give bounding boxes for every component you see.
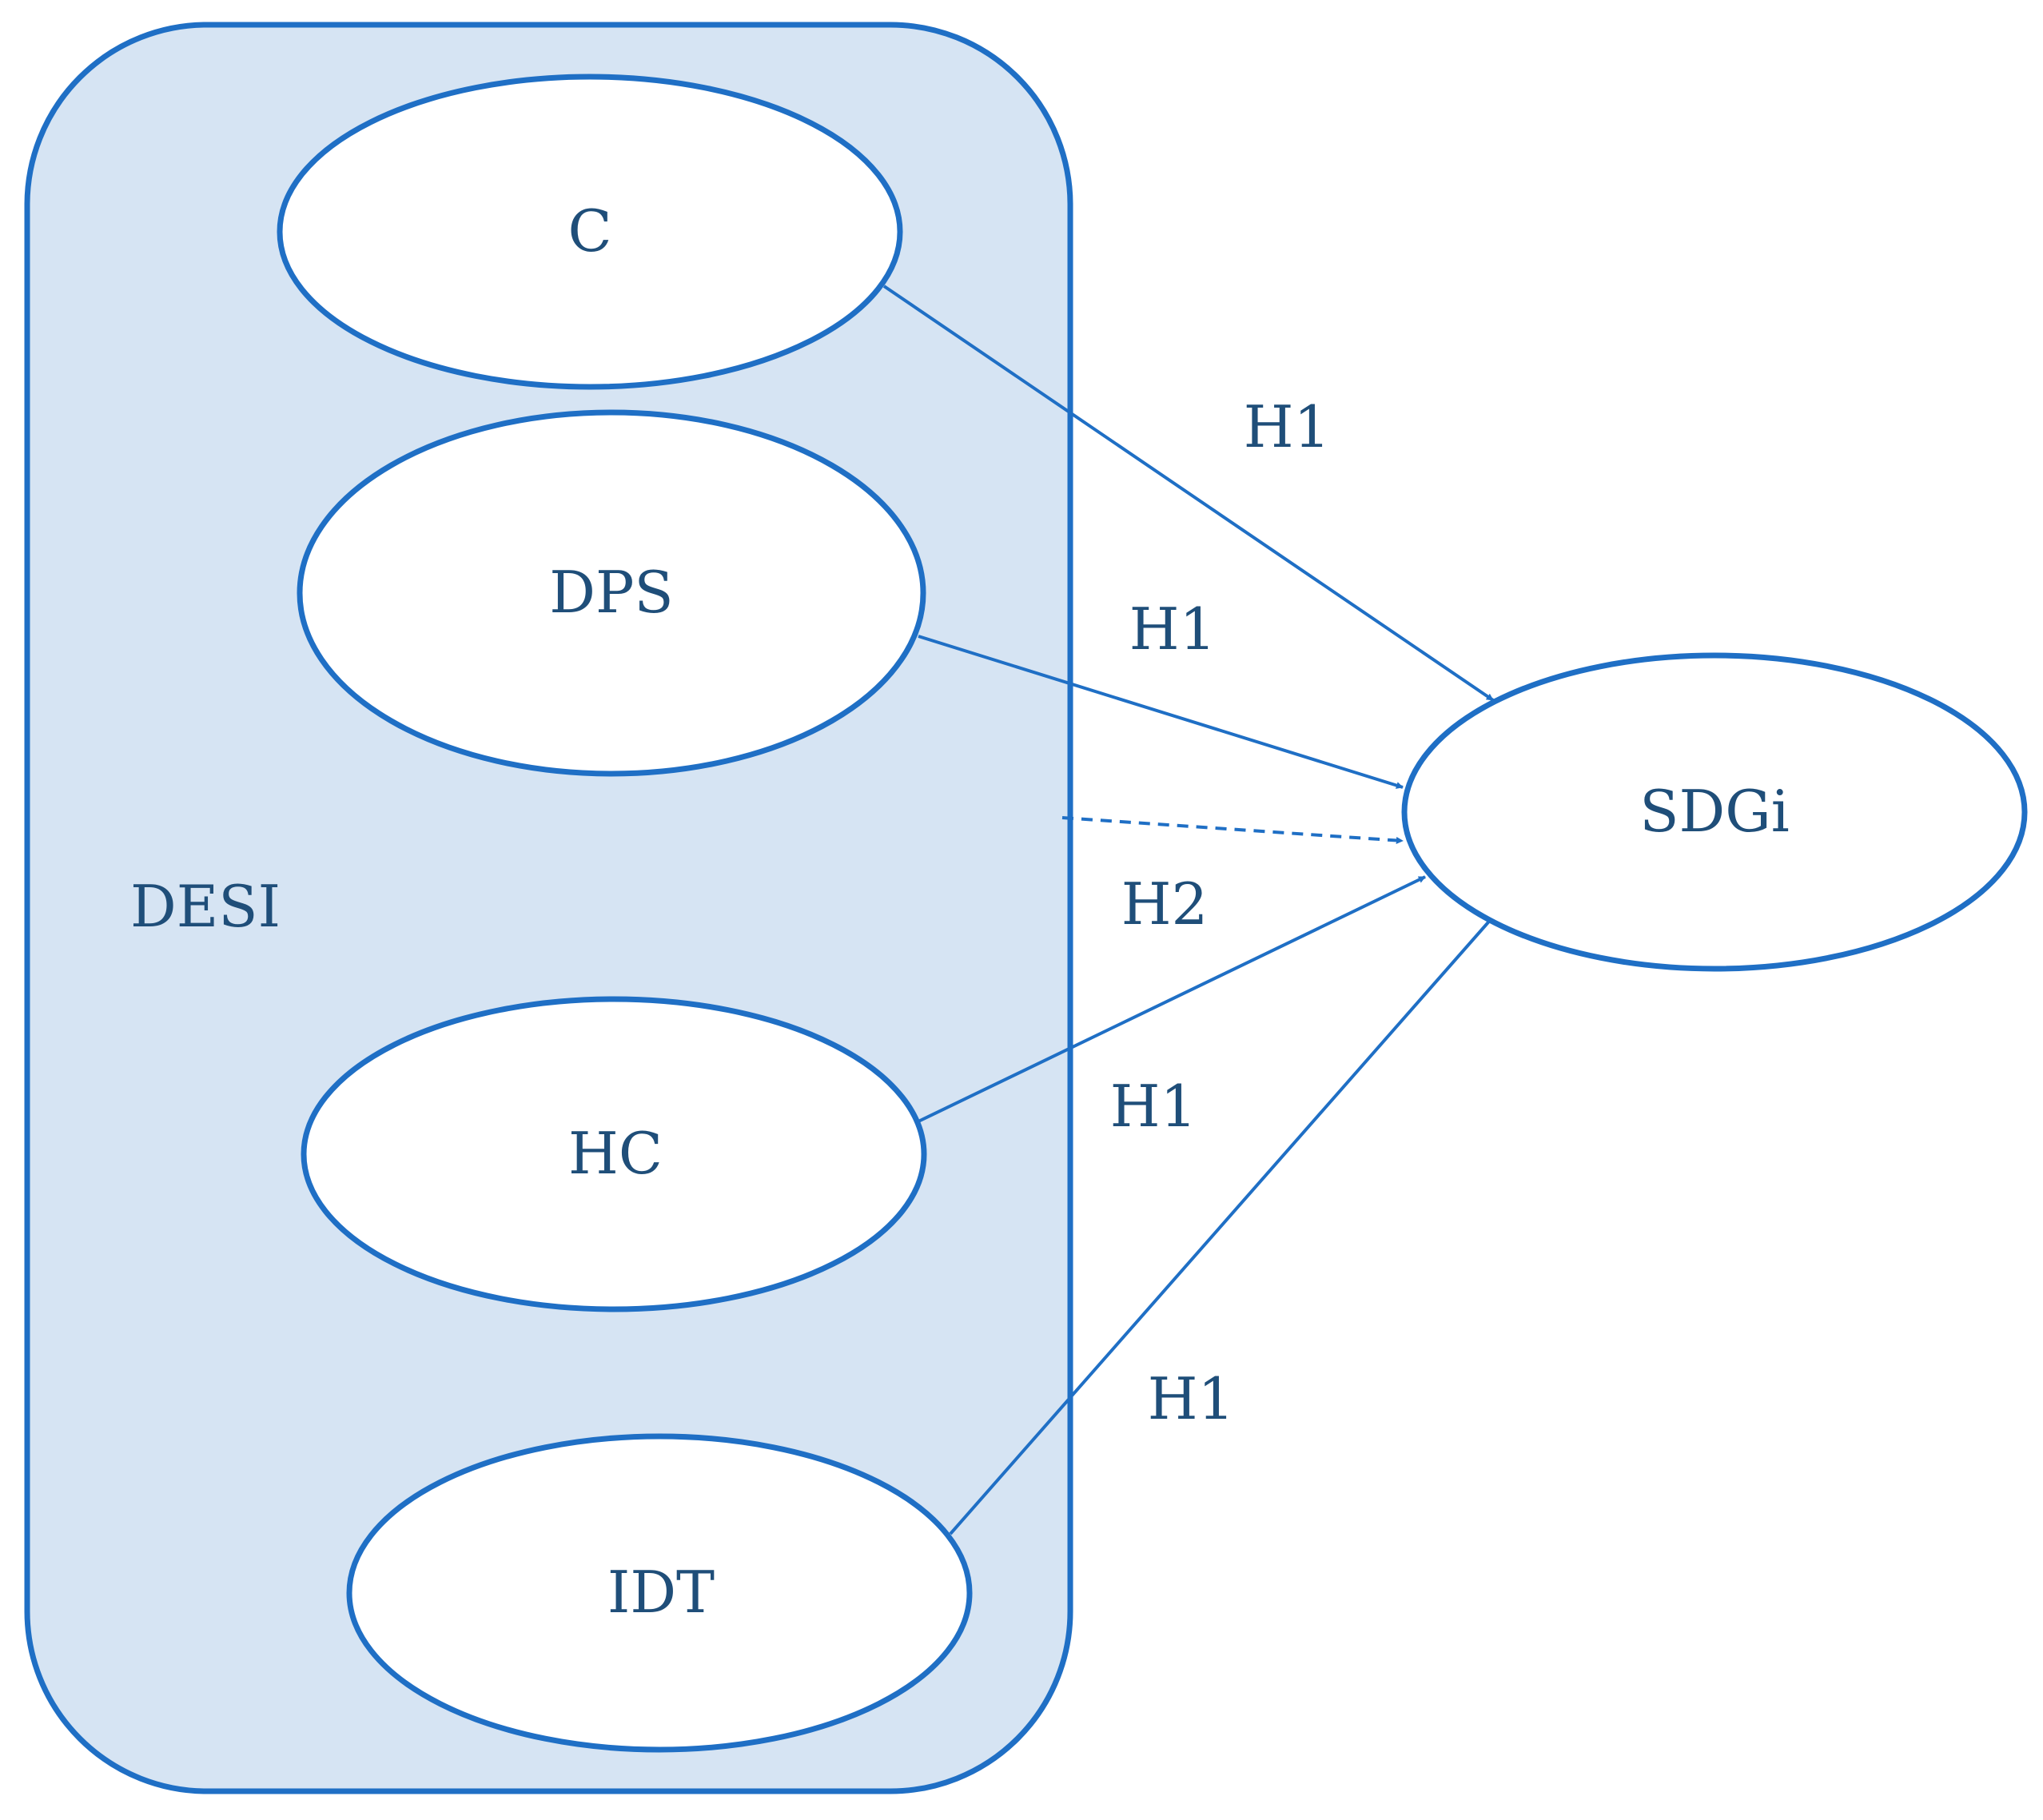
edge-desi-to-sdgi-dashed [1061, 816, 1404, 844]
edge-hc-to-sdgi [918, 875, 1426, 1123]
node-sdgi-label: SDGi [1639, 778, 1790, 845]
edge-label-idt: H1 [1148, 1365, 1235, 1432]
node-hc-label: HC [568, 1120, 663, 1187]
node-c-label: C [568, 197, 611, 265]
node-idt-label: IDT [607, 1559, 715, 1626]
node-dps [297, 409, 926, 777]
edge-c-to-sdgi [882, 285, 1495, 702]
edge-dps-to-sdgi [918, 635, 1404, 789]
edge-label-c: H1 [1244, 393, 1331, 460]
node-dps-label: DPS [549, 559, 674, 626]
edge-idt-to-sdgi [949, 915, 1495, 1535]
node-sdgi [1401, 652, 2028, 972]
node-idt [346, 1433, 973, 1753]
group-desi-label: DESI [130, 873, 281, 940]
edge-label-desi: H2 [1121, 870, 1209, 938]
node-hc [301, 996, 927, 1312]
edge-label-dps: H1 [1129, 595, 1217, 663]
node-c [277, 74, 903, 390]
edge-label-hc: H1 [1110, 1073, 1197, 1140]
